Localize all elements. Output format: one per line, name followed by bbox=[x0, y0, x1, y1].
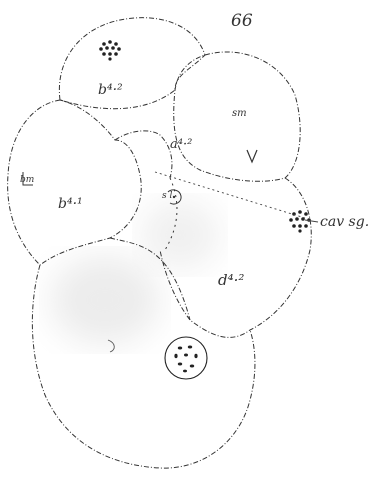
shading bbox=[50, 255, 160, 345]
cell-a42-outline bbox=[115, 131, 172, 178]
label-a42: a⁴·² bbox=[170, 137, 192, 152]
nucleus-b42 bbox=[99, 40, 121, 60]
figure-number: 66 bbox=[231, 11, 253, 31]
label-sl: s l bbox=[162, 191, 172, 201]
label-b42: b⁴·² bbox=[98, 82, 123, 98]
nucleus-d42 bbox=[289, 210, 311, 232]
arrow-mark bbox=[247, 150, 257, 162]
label-b41: b⁴·¹ bbox=[58, 196, 83, 212]
label-bm: bm bbox=[20, 175, 34, 185]
label-sm: sm bbox=[232, 108, 247, 119]
nucleus-lower bbox=[165, 337, 207, 379]
label-d42: d⁴·² bbox=[218, 271, 244, 289]
cell-b42-outline bbox=[59, 18, 205, 109]
pointer-line bbox=[305, 220, 318, 222]
label-cav-sg: cav sg. bbox=[320, 214, 369, 230]
shading bbox=[140, 200, 220, 270]
